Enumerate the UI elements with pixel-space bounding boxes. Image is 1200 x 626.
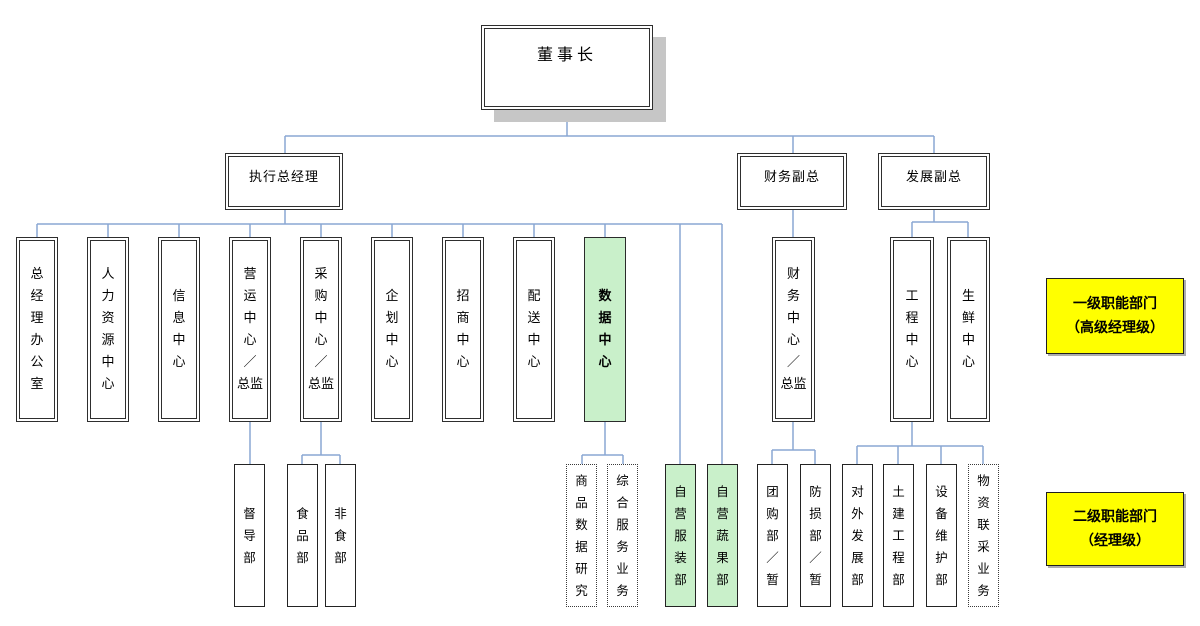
node-nonfood-dept-label: 非 食 部 xyxy=(334,505,347,565)
node-loss-prevention-dept: 防 损 部 ／ 暂 xyxy=(800,464,831,607)
node-general-service: 综 合 服 务 业 务 xyxy=(607,464,638,607)
node-engineering-center: 工 程 中 心 xyxy=(890,237,934,422)
node-supervision-dept: 督 导 部 xyxy=(234,464,265,607)
node-planning-center: 企 划 中 心 xyxy=(371,237,413,422)
node-procurement-center: 采 购 中 心 ／ 总监 xyxy=(300,237,342,422)
node-data-center-label: 数 据 中 心 xyxy=(598,288,612,370)
node-external-dev-dept: 对 外 发 展 部 xyxy=(842,464,873,607)
legend-manager-level: 二级职能部门 （经理级） xyxy=(1046,492,1184,566)
node-external-dev-dept-label: 对 外 发 展 部 xyxy=(851,483,864,587)
node-planning-center-label: 企 划 中 心 xyxy=(385,288,399,370)
node-finance-vp: 财务副总 xyxy=(737,153,847,210)
node-material-joint-procurement: 物 资 联 采 业 务 xyxy=(968,464,999,607)
node-chairman-label: 董事长 xyxy=(536,45,597,64)
node-executive-gm-label: 执行总经理 xyxy=(248,170,319,185)
node-equipment-maintenance-dept: 设 备 维 护 部 xyxy=(926,464,957,607)
node-product-data-research: 商 品 数 据 研 究 xyxy=(566,464,597,607)
node-info-center: 信 息 中 心 xyxy=(158,237,200,422)
node-engineering-center-label: 工 程 中 心 xyxy=(905,288,919,370)
node-development-vp-label: 发展副总 xyxy=(905,170,962,185)
node-hr-center-label: 人 力 资 源 中 心 xyxy=(101,266,115,392)
node-finance-center-label: 财 务 中 心 ／ 总监 xyxy=(780,266,807,392)
node-merchants-center: 招 商 中 心 xyxy=(442,237,484,422)
node-hr-center: 人 力 资 源 中 心 xyxy=(87,237,129,422)
node-own-produce-dept-label: 自 营 蔬 果 部 xyxy=(716,483,729,587)
node-finance-vp-label: 财务副总 xyxy=(763,170,820,185)
node-own-clothing-dept-label: 自 营 服 装 部 xyxy=(674,483,687,587)
node-distribution-center: 配 送 中 心 xyxy=(513,237,555,422)
node-procurement-center-label: 采 购 中 心 ／ 总监 xyxy=(307,266,334,392)
node-group-purchase-dept-label: 团 购 部 ／ 暂 xyxy=(766,483,779,587)
node-group-purchase-dept: 团 购 部 ／ 暂 xyxy=(757,464,788,607)
node-operations-center: 营 运 中 心 ／ 总监 xyxy=(229,237,271,422)
legend-senior-level: 一级职能部门 （高级经理级） xyxy=(1046,278,1184,354)
node-distribution-center-label: 配 送 中 心 xyxy=(527,288,541,370)
node-merchants-center-label: 招 商 中 心 xyxy=(456,288,470,370)
node-gm-office-label: 总 经 理 办 公 室 xyxy=(30,266,44,392)
node-product-data-research-label: 商 品 数 据 研 究 xyxy=(575,472,588,598)
legend-senior-level-label: 一级职能部门 （高级经理级） xyxy=(1066,296,1164,336)
node-loss-prevention-dept-label: 防 损 部 ／ 暂 xyxy=(809,483,822,587)
node-data-center: 数 据 中 心 xyxy=(584,237,626,422)
node-fresh-center: 生 鲜 中 心 xyxy=(947,237,990,422)
node-operations-center-label: 营 运 中 心 ／ 总监 xyxy=(236,266,263,392)
node-food-dept-label: 食 品 部 xyxy=(296,505,309,565)
legend-manager-level-label: 二级职能部门 （经理级） xyxy=(1073,509,1157,549)
node-civil-engineering-dept-label: 土 建 工 程 部 xyxy=(892,483,905,587)
node-material-joint-procurement-label: 物 资 联 采 业 务 xyxy=(977,472,990,598)
node-executive-gm: 执行总经理 xyxy=(225,153,343,210)
node-nonfood-dept: 非 食 部 xyxy=(325,464,356,607)
node-own-produce-dept: 自 营 蔬 果 部 xyxy=(707,464,738,607)
node-chairman: 董事长 xyxy=(481,25,653,110)
node-own-clothing-dept: 自 营 服 装 部 xyxy=(665,464,696,607)
node-equipment-maintenance-dept-label: 设 备 维 护 部 xyxy=(935,483,948,587)
node-info-center-label: 信 息 中 心 xyxy=(172,288,186,370)
node-civil-engineering-dept: 土 建 工 程 部 xyxy=(883,464,914,607)
node-finance-center: 财 务 中 心 ／ 总监 xyxy=(772,237,815,422)
node-fresh-center-label: 生 鲜 中 心 xyxy=(961,288,975,370)
node-supervision-dept-label: 督 导 部 xyxy=(243,505,256,565)
node-general-service-label: 综 合 服 务 业 务 xyxy=(616,472,629,598)
node-food-dept: 食 品 部 xyxy=(287,464,318,607)
node-gm-office: 总 经 理 办 公 室 xyxy=(16,237,58,422)
node-development-vp: 发展副总 xyxy=(878,153,990,210)
